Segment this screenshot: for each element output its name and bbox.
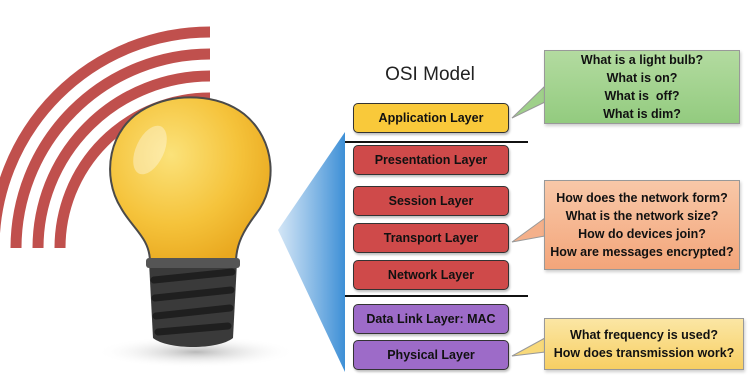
callout-pointer-orange bbox=[511, 217, 546, 243]
layer-label: Application Layer bbox=[378, 111, 484, 125]
callout-network-questions: How does the network form? What is the n… bbox=[544, 180, 740, 270]
callout-pointer-green bbox=[511, 84, 546, 119]
layer-application: Application Layer bbox=[353, 103, 509, 133]
light-bulb-icon bbox=[96, 96, 296, 368]
layer-transport: Transport Layer bbox=[353, 223, 509, 253]
callout-line: What is off? bbox=[604, 89, 680, 103]
callout-line: How does transmission work? bbox=[553, 346, 735, 360]
callout-pointer-yellow bbox=[511, 337, 546, 357]
layer-session: Session Layer bbox=[353, 186, 509, 216]
layer-label: Network Layer bbox=[387, 268, 475, 282]
diagram-title: OSI Model bbox=[385, 64, 475, 85]
callout-line: How does the network form? bbox=[556, 191, 728, 205]
projection-wedge bbox=[278, 132, 345, 372]
layer-physical: Physical Layer bbox=[353, 340, 509, 370]
layer-network: Network Layer bbox=[353, 260, 509, 290]
layer-label: Transport Layer bbox=[383, 231, 479, 245]
layer-datalink: Data Link Layer: MAC bbox=[353, 304, 509, 334]
callout-application-questions: What is a light bulb? What is on? What i… bbox=[544, 50, 740, 124]
layer-presentation: Presentation Layer bbox=[353, 145, 509, 175]
callout-physical-questions: What frequency is used? How does transmi… bbox=[544, 318, 744, 370]
callout-line: What is on? bbox=[606, 71, 678, 85]
callout-line: What is dim? bbox=[603, 107, 681, 121]
layer-label: Physical Layer bbox=[387, 348, 475, 362]
layer-label: Presentation Layer bbox=[374, 153, 488, 167]
callout-line: How are messages encrypted? bbox=[550, 245, 734, 259]
layer-label: Data Link Layer: MAC bbox=[366, 312, 496, 326]
callout-line: How do devices join? bbox=[578, 227, 706, 241]
callout-line: What is a light bulb? bbox=[580, 53, 704, 67]
layer-label: Session Layer bbox=[388, 194, 474, 208]
callout-line: What frequency is used? bbox=[570, 328, 718, 342]
callout-line: What is the network size? bbox=[565, 209, 719, 223]
